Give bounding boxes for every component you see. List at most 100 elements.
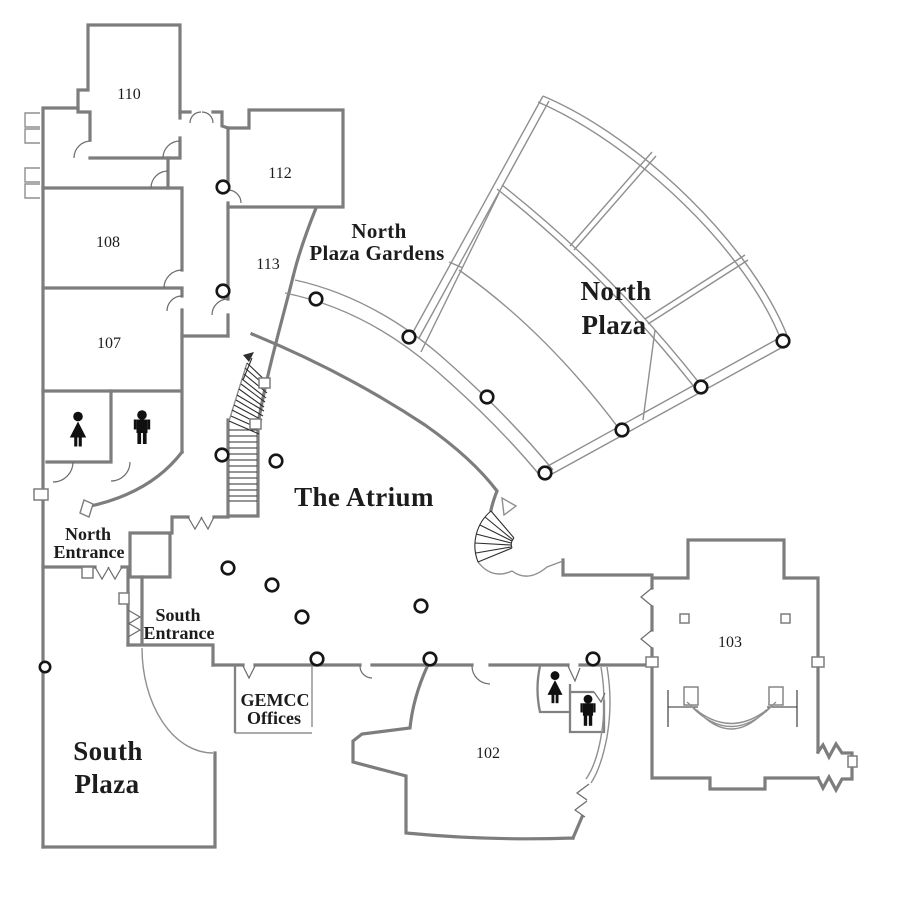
label-north-plaza: Plaza — [582, 310, 647, 340]
left-edge-bays — [24, 112, 40, 199]
labels-layer: 110 112 113 108 107 102 103 North Plaza … — [54, 86, 743, 799]
label-the-atrium: The Atrium — [294, 482, 434, 512]
column — [693, 379, 709, 395]
arcade-band — [284, 279, 554, 479]
north-entrance-door-leaf — [79, 499, 94, 518]
label-north-entrance: Entrance — [54, 542, 125, 562]
label-north-entrance: North — [65, 524, 111, 544]
wall-tab — [811, 656, 825, 668]
fan-southeast-band — [545, 335, 791, 475]
fan-stair-scallop — [477, 560, 564, 577]
pilaster-103-right — [780, 613, 791, 624]
door-arcs — [52, 111, 491, 685]
label-south-plaza: South — [73, 736, 143, 766]
label-room-107: 107 — [97, 335, 121, 352]
main-stair-lower-flight — [229, 429, 257, 502]
pilaster-103-left — [679, 613, 690, 624]
column — [38, 660, 52, 674]
fan-outer-arc — [537, 95, 791, 346]
wall-tab — [258, 377, 271, 389]
label-south-plaza: Plaza — [75, 769, 140, 799]
label-south-entrance: South — [155, 605, 200, 625]
fan-radial-dividers — [569, 151, 749, 421]
wall-vestibule — [128, 515, 230, 579]
column — [422, 651, 438, 667]
column — [220, 560, 236, 576]
wall-corridor-113-east — [291, 205, 319, 279]
label-south-entrance: Entrance — [144, 623, 215, 643]
thin-lines-layer — [24, 95, 791, 784]
wall-room-110 — [76, 23, 182, 160]
stage-layer — [667, 613, 798, 730]
column — [268, 453, 284, 469]
stage-curved-rows — [686, 701, 777, 730]
stair-arrow-head — [243, 352, 254, 362]
column — [294, 609, 310, 625]
column — [775, 333, 791, 349]
male-restroom-icon — [133, 410, 151, 444]
fan-lane-line — [420, 192, 500, 353]
main-stair-upper-flight — [228, 362, 270, 435]
label-north-plaza: North — [581, 276, 652, 306]
wall-tab — [249, 418, 262, 430]
walls-layer — [41, 23, 854, 849]
fan-main-divider — [496, 184, 701, 389]
door-flaps — [242, 665, 606, 704]
column — [537, 465, 553, 481]
wall-north-restrooms — [45, 389, 185, 509]
wall-102-restrooms — [536, 665, 606, 734]
label-north-plaza-gardens: North — [351, 219, 406, 243]
stage-pillar-right — [768, 686, 784, 706]
wall-west-block — [41, 106, 80, 849]
gemcc-walls — [235, 666, 313, 734]
wall-north-entrance — [41, 565, 130, 647]
column — [215, 179, 231, 195]
columns-layer — [38, 179, 791, 674]
wall-atrium-northeast-arc — [249, 331, 499, 512]
accordion-doors — [94, 516, 653, 818]
label-room-110: 110 — [117, 86, 140, 103]
wall-corridor-110-112 — [166, 110, 231, 190]
wall-room-103 — [650, 538, 820, 791]
room-102-curved-wall — [585, 666, 611, 784]
wall-tabs-layer — [33, 377, 858, 768]
label-gemcc-offices: Offices — [247, 708, 301, 728]
wall-stair-box — [226, 418, 260, 518]
wall-tab — [847, 755, 858, 768]
column — [585, 651, 601, 667]
stage-pillar-left — [683, 686, 699, 706]
wall-tab — [81, 566, 94, 579]
stairs-layer — [228, 352, 515, 563]
column — [214, 447, 230, 463]
wall-103-east-bay — [815, 740, 854, 794]
label-room-112: 112 — [268, 165, 291, 182]
wall-south-entrance — [126, 575, 215, 667]
wall-tab — [645, 656, 659, 668]
label-north-plaza-gardens: Plaza Gardens — [309, 241, 444, 265]
column — [401, 329, 417, 345]
restroom-icons-layer — [69, 410, 596, 726]
wall-tab — [33, 488, 49, 501]
label-room-103: 103 — [718, 634, 742, 651]
doors-layer — [52, 111, 653, 818]
fan-stair — [474, 510, 515, 563]
column — [309, 651, 325, 667]
stage-frame — [667, 690, 798, 727]
stair-direction-arrow — [242, 357, 253, 381]
column — [479, 389, 495, 405]
wall-south-plaza — [41, 751, 217, 849]
column — [413, 598, 429, 614]
south-plaza-corner-arc — [141, 647, 214, 754]
label-gemcc-offices: GEMCC — [241, 690, 310, 710]
wall-tab — [118, 592, 130, 605]
wall-room-112 — [226, 108, 345, 209]
wall-room-102 — [351, 664, 585, 841]
arc-end-flap — [501, 496, 518, 517]
stair-upper-left-rail — [228, 362, 248, 422]
female-restroom-icon — [69, 411, 87, 447]
label-room-102: 102 — [476, 745, 500, 762]
column — [614, 422, 630, 438]
label-room-113: 113 — [256, 256, 279, 273]
column — [215, 283, 231, 299]
fan-middle-arc — [458, 269, 621, 431]
